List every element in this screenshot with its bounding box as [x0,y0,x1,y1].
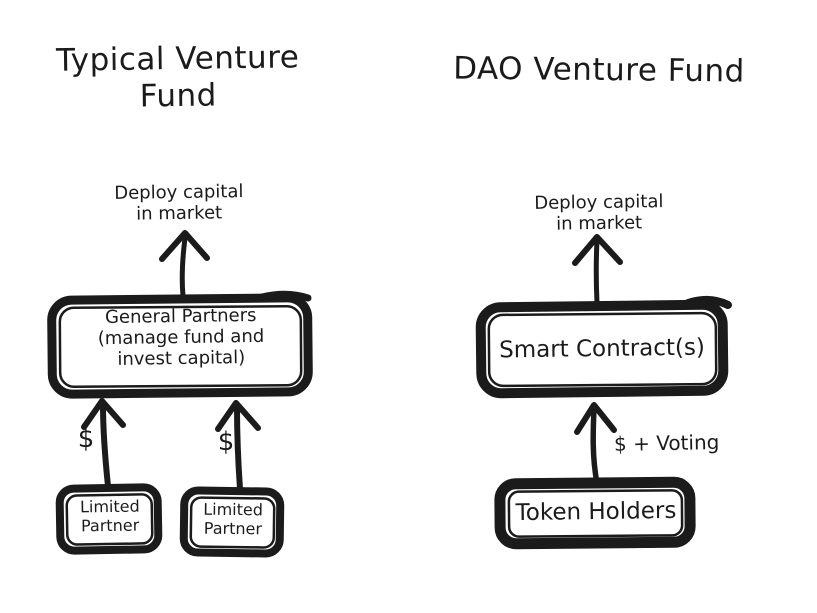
left-deploy-capital-label: Deploy capital in market [114,181,244,225]
token-holders-label: Token Holders [515,497,677,527]
arrow-lp1-to-gp [81,398,126,489]
arrow-lp2-to-gp [215,400,261,492]
left-deploy-line1: Deploy capital [114,181,244,204]
smart-contracts-label: Smart Contract(s) [498,334,706,364]
right-deploy-line1: Deploy capital [534,191,664,214]
right-title: DAO Venture Fund [452,50,746,90]
right-deploy-capital-label: Deploy capital in market [534,191,664,235]
arrow-th-to-sc [574,402,617,486]
right-deploy-line2: in market [555,212,643,235]
limited-partner-label-2: Limited Partner [203,500,263,539]
lp1-line1: Limited [79,496,140,517]
limited-partner-box-2 [179,486,285,558]
lp2-line1: Limited [203,499,264,520]
gp-line3: invest capital) [117,347,246,370]
arrow-gp-to-market [159,230,210,299]
dollar-label-2: $ [217,427,235,457]
left-deploy-line2: in market [135,202,223,225]
arrow-sc-to-market [572,234,623,306]
left-title: Typical Venture Fund [56,39,300,116]
gp-line2: (manage fund and [97,325,265,350]
smart-contracts-box [475,296,732,399]
gp-line1: General Partners [104,304,257,329]
dollar-label-1: $ [77,424,95,454]
left-title-line2: Fund [139,77,218,115]
lp2-line2: Partner [203,518,263,539]
dollar-plus-voting-label: $ + Voting [613,430,720,456]
limited-partner-label-1: Limited Partner [80,497,140,536]
general-partners-box [47,290,313,399]
left-title-line1: Typical Venture [55,39,300,79]
general-partners-label: General Partners (manage fund and invest… [97,304,265,370]
lp1-line2: Partner [80,515,140,536]
